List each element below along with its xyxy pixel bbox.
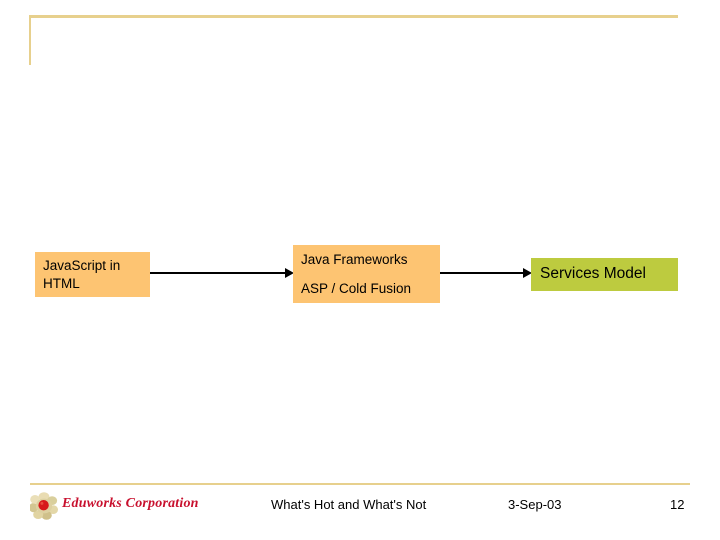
arrow-head-icon [523, 268, 532, 278]
eduworks-flower-logo [29, 492, 58, 520]
arrow-frameworks-to-services [440, 267, 532, 279]
diagram-node-java-frameworks[interactable]: Java Frameworks ASP / Cold Fusion [293, 245, 440, 303]
arrow-javascript-to-frameworks [150, 267, 294, 279]
diagram-node-javascript-in-html[interactable]: JavaScript in HTML [35, 252, 150, 297]
node-label-line: JavaScript in [43, 257, 121, 273]
node-label-line: Services Model [540, 265, 646, 283]
top-rule-vertical [29, 15, 31, 65]
footer-presentation-title: What's Hot and What's Not [271, 497, 427, 512]
brand-name: Eduworks Corporation [62, 496, 199, 511]
top-rule-horizontal [29, 15, 678, 18]
footer-divider [30, 483, 690, 485]
arrow-shaft [440, 272, 524, 274]
diagram-node-services-model[interactable]: Services Model [531, 258, 678, 291]
arrow-shaft [150, 272, 286, 274]
footer-date: 3-Sep-03 [508, 497, 562, 512]
arrow-head-icon [285, 268, 294, 278]
footer-page-number: 12 [670, 497, 685, 512]
node-label-line: ASP / Cold Fusion [301, 280, 412, 296]
node-label-line: Java Frameworks [301, 251, 408, 267]
node-label-line: HTML [43, 275, 80, 291]
